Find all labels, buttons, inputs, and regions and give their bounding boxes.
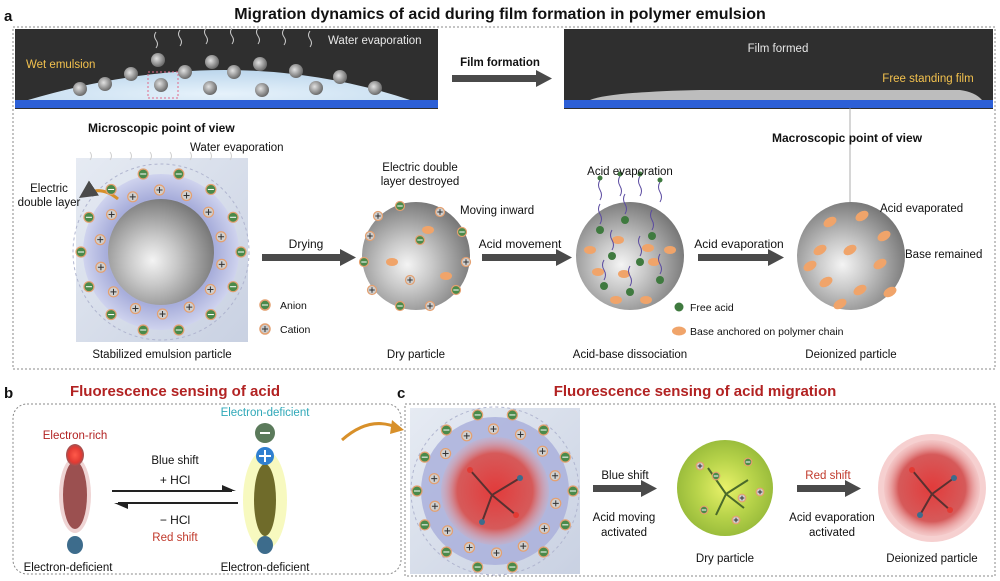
edl-label-line1: Electric <box>30 183 68 195</box>
green-particle-ions <box>695 457 765 525</box>
stabilized-ions <box>75 168 247 336</box>
film-formation-arrow <box>452 70 552 87</box>
deionized-bases <box>803 210 897 310</box>
caption-deionized: Deionized particle <box>805 349 896 361</box>
minus-hcl-label: − HCl <box>160 513 190 527</box>
plus-hcl-label: + HCl <box>160 473 190 487</box>
blue-shift-arrow <box>593 480 657 497</box>
edl-destroyed-line1: Electric double <box>382 162 457 174</box>
red-deionized-particle <box>878 434 986 542</box>
caption-stabilized: Stabilized emulsion particle <box>92 349 231 361</box>
free-acid-icon <box>656 276 664 284</box>
drying-label: Drying <box>289 237 324 251</box>
reverse-arrow <box>114 502 238 509</box>
panel-a-frame <box>12 26 996 370</box>
acid-moving-line2: activated <box>601 527 647 539</box>
red-shift-label-b: Red shift <box>152 532 198 544</box>
macroscopic-label: Macroscopic point of view <box>772 131 923 145</box>
legend-base-icon <box>672 326 686 336</box>
wet-emulsion-label: Wet emulsion <box>26 59 95 71</box>
panel-b-frame <box>12 403 402 575</box>
dry-particle <box>362 202 470 310</box>
link-arrow-b-c <box>341 422 399 442</box>
dissociation-ions <box>584 171 676 304</box>
electron-deficient-molecule <box>243 423 287 554</box>
legend-base-label: Base anchored on polymer chain <box>690 326 844 338</box>
blue-shift-label-c: Blue shift <box>601 470 649 482</box>
acid-evaporated-label: Acid evaporated <box>880 203 963 215</box>
panel-c-frame <box>404 403 996 577</box>
caption-dissociation: Acid-base dissociation <box>573 349 687 361</box>
electron-rich-molecule <box>59 444 91 554</box>
dry-particle-label-c: Dry particle <box>696 553 754 565</box>
electron-deficient-right-label: Electron-deficient <box>221 562 311 574</box>
acid-evap-line2: activated <box>809 527 855 539</box>
link-arrow-head <box>390 420 404 434</box>
panel-b-title: Fluorescence sensing of acid <box>70 383 280 400</box>
free-acid-icon <box>600 282 608 290</box>
blue-shift-label-b: Blue shift <box>151 455 199 467</box>
free-acid-icon <box>621 216 629 224</box>
legend-anion-label: Anion <box>280 300 307 312</box>
deionized-particle-label-c: Deionized particle <box>886 553 977 565</box>
wet-emulsion-box <box>15 27 438 109</box>
dry-particle-ions <box>358 200 472 312</box>
acid-movement-arrow <box>482 249 572 266</box>
electron-rich-label: Electron-rich <box>43 430 108 442</box>
panel-c-title: Fluorescence sensing of acid migration <box>554 383 837 400</box>
water-evaporation-top-label: Water evaporation <box>328 35 422 47</box>
legend-cation-label: Cation <box>280 324 311 336</box>
film-formed-label: Film formed <box>748 43 809 55</box>
edl-label-line2: double layer <box>18 197 81 209</box>
red-particle-ions <box>411 409 579 573</box>
water-evaporation-label: Water evaporation <box>190 142 284 154</box>
legend-free-acid-label: Free acid <box>690 302 734 314</box>
free-acid-icon <box>648 232 656 240</box>
base-remained-label: Base remained <box>905 249 982 261</box>
acid-evap-line1: Acid evaporation <box>789 512 875 524</box>
microscopic-label: Microscopic point of view <box>88 121 235 135</box>
figure-title: Migration dynamics of acid during film f… <box>234 6 766 23</box>
panel-b-letter: b <box>4 385 13 402</box>
acid-moving-line1: Acid moving <box>593 512 656 524</box>
forward-arrow <box>112 485 236 492</box>
electron-deficient-top-label: Electron-deficient <box>221 407 311 419</box>
acid-evaporation-arrow-label: Acid evaporation <box>694 237 783 251</box>
free-standing-film-label: Free standing film <box>882 73 973 85</box>
legend-cation <box>259 323 271 335</box>
free-acid-icon <box>626 288 634 296</box>
acid-evaporation-label: Acid evaporation <box>587 166 673 178</box>
legend-anion <box>259 299 271 311</box>
panel-c-letter: c <box>397 385 405 402</box>
red-shift-arrow <box>797 480 861 497</box>
free-acid-icon <box>608 252 616 260</box>
acid-movement-label: Acid movement <box>479 237 562 251</box>
electron-deficient-left-label: Electron-deficient <box>24 562 114 574</box>
film-formed-box <box>564 29 993 109</box>
film-formation-label: Film formation <box>460 57 540 69</box>
acid-evaporation-arrow <box>698 249 784 266</box>
red-emulsion-particle <box>410 406 580 576</box>
edl-destroyed-line2: layer destroyed <box>381 176 460 188</box>
free-acid-icon <box>596 226 604 234</box>
red-shift-label-c: Red shift <box>805 470 851 482</box>
legend-free-acid-icon <box>674 302 684 312</box>
free-acid-icon <box>636 258 644 266</box>
drying-arrow <box>262 249 356 266</box>
panel-a-letter: a <box>4 8 13 25</box>
caption-dry: Dry particle <box>387 349 445 361</box>
moving-inward-label: Moving inward <box>460 205 534 217</box>
